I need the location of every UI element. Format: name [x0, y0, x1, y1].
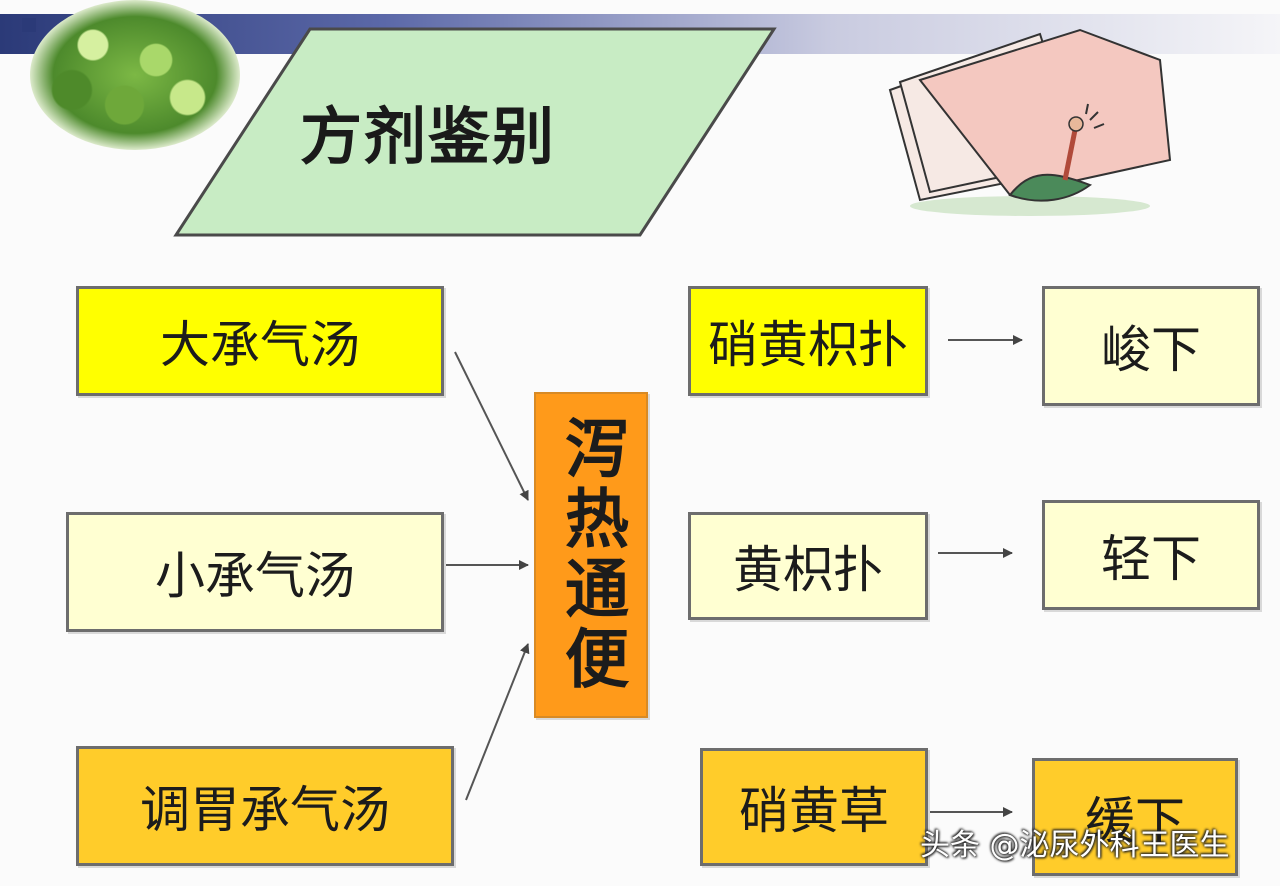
shared-effect-box: 泻热通便 — [534, 392, 648, 718]
shared-effect-label: 泻热通便 — [554, 415, 628, 695]
formula-tiaowei-chengqi-box: 调胃承气汤 — [76, 746, 454, 866]
strength-box-2: 轻下 — [1042, 500, 1260, 610]
strength-label: 轻下 — [1101, 530, 1201, 588]
ingredients-label: 黄枳扑 — [733, 541, 883, 599]
formula-label: 调胃承气汤 — [140, 781, 390, 839]
watermark-text: 头条 @泌尿外科王医生 — [920, 828, 1230, 863]
title-banner — [173, 27, 777, 237]
header-square-marker — [22, 18, 36, 32]
formula-da-chengqi-box: 大承气汤 — [76, 286, 444, 396]
formula-xiao-chengqi-box: 小承气汤 — [66, 512, 444, 632]
ingredients-label: 硝黄草 — [739, 782, 889, 840]
strength-box-3: 缓下 — [1032, 758, 1238, 876]
arrow-da-to-effect — [454, 351, 529, 501]
shrub-image — [30, 0, 240, 150]
strength-label: 缓下 — [1085, 792, 1185, 850]
ingredients-box-2: 黄枳扑 — [688, 512, 928, 620]
ingredients-box-1: 硝黄枳扑 — [688, 286, 928, 396]
ingredients-label: 硝黄枳扑 — [708, 316, 908, 374]
formula-label: 小承气汤 — [155, 547, 355, 605]
strength-box-1: 峻下 — [1042, 286, 1260, 406]
ingredients-box-3: 硝黄草 — [700, 748, 928, 866]
folder-illustration — [888, 28, 1172, 216]
page-title: 方剂鉴别 — [300, 100, 557, 173]
strength-label: 峻下 — [1101, 321, 1201, 379]
formula-label: 大承气汤 — [160, 316, 360, 374]
arrow-tiaowei-to-effect — [465, 643, 530, 801]
